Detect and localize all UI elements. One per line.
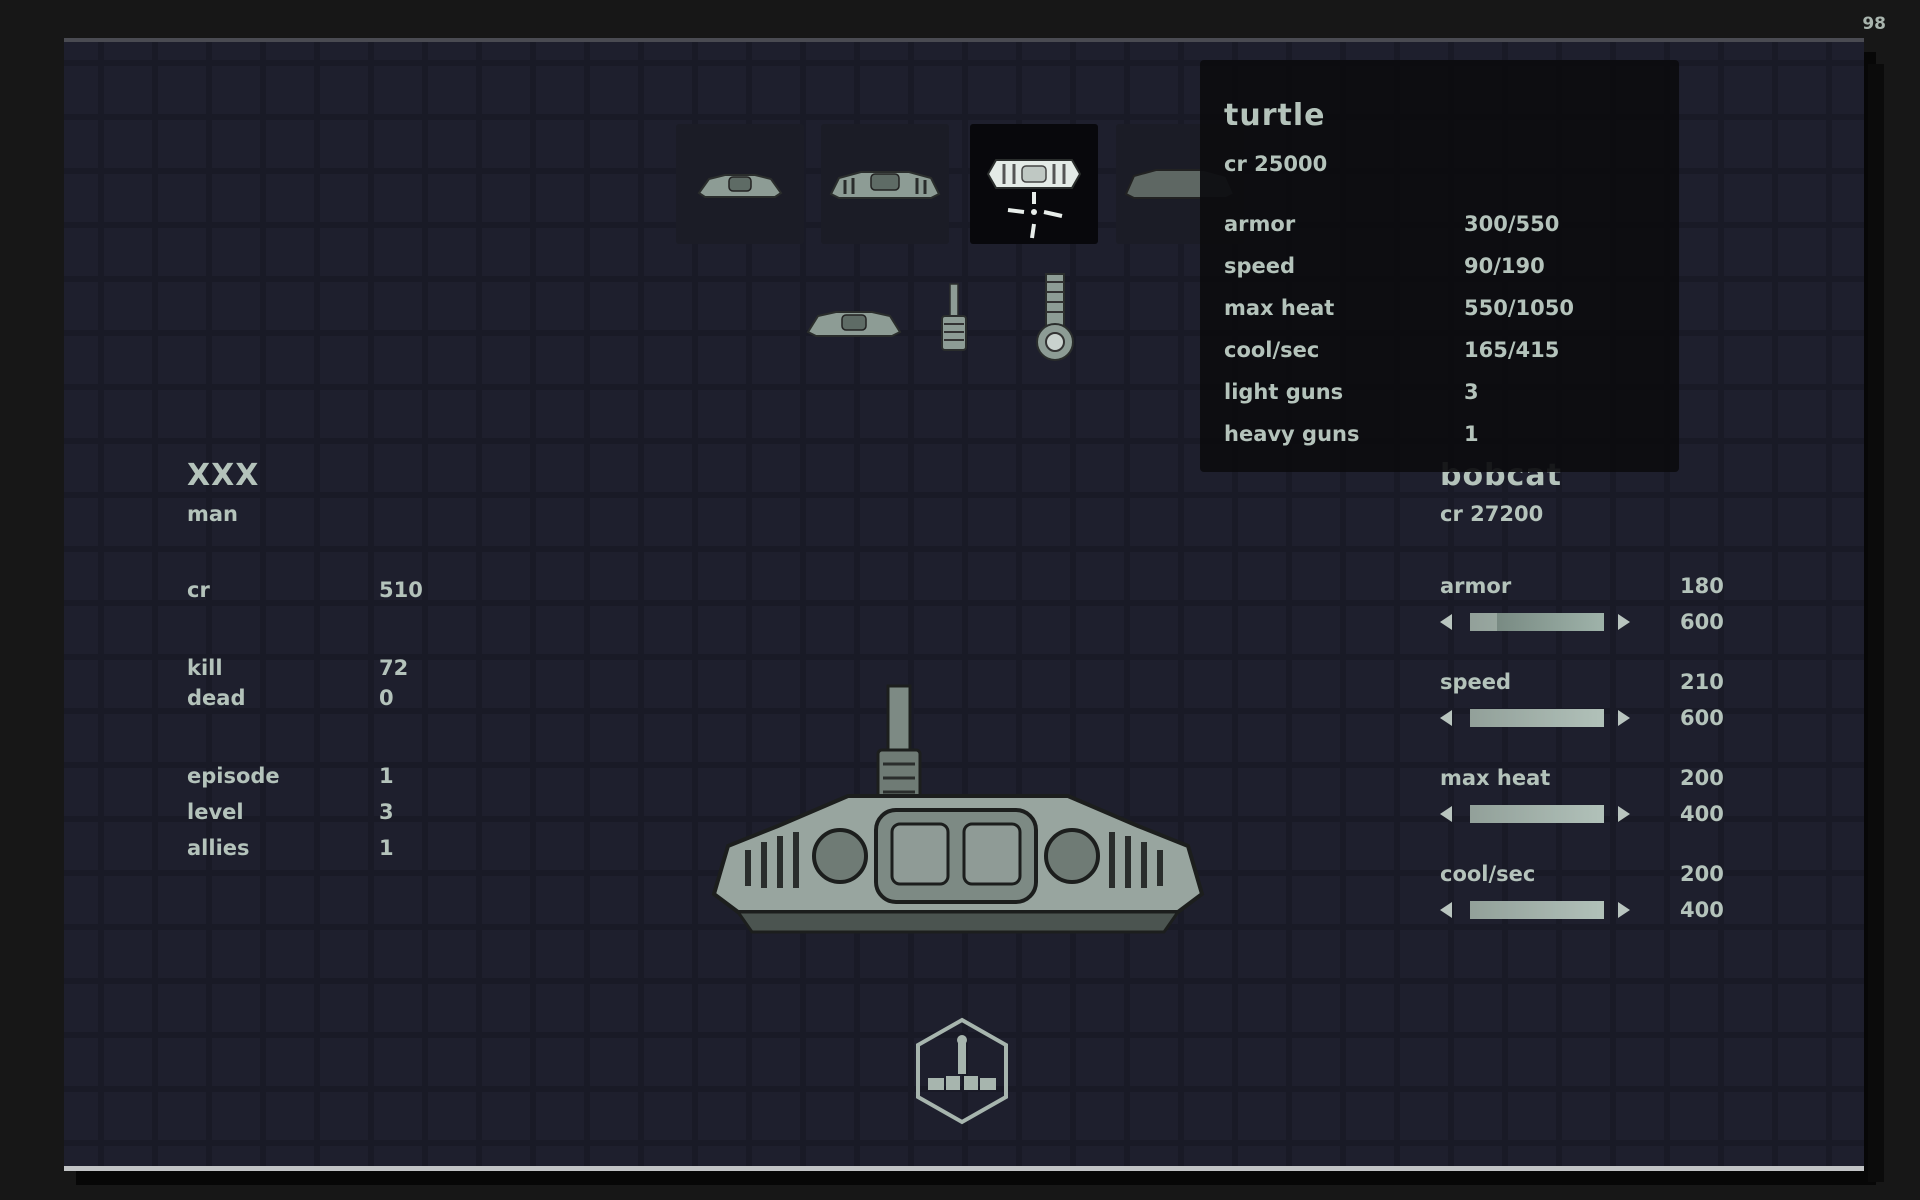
tooltip-title: turtle — [1224, 98, 1326, 133]
tooltip-price: cr 25000 — [1224, 152, 1328, 176]
stat-label: cr — [187, 578, 210, 602]
increase-speed-arrow-icon[interactable] — [1618, 710, 1630, 726]
tooltip-stat-label: armor — [1224, 212, 1296, 236]
player-panel: XXX man cr 510 kill 72 dead 0 episode 1 … — [187, 458, 487, 918]
stat-label: level — [187, 800, 244, 824]
tank-preview-icon — [711, 684, 1205, 934]
tank-upgrade-panel: bobcat cr 27200 armor 180 600 speed 210 … — [1440, 458, 1740, 978]
upgrade-value: 200 — [1680, 862, 1724, 886]
stat-label: dead — [187, 686, 246, 710]
heavy-gun-icon[interactable] — [1032, 272, 1078, 364]
upgrade-label: armor — [1440, 574, 1512, 598]
decrease-cool-arrow-icon[interactable] — [1440, 902, 1452, 918]
upgrade-value: 180 — [1680, 574, 1724, 598]
armor-level-bar — [1470, 613, 1604, 631]
upgrade-label: max heat — [1440, 766, 1551, 790]
stat-value: 1 — [379, 764, 394, 788]
fps-counter: 98 — [1862, 14, 1886, 34]
upgrade-value: 210 — [1680, 670, 1724, 694]
tooltip-stat-value: 165/415 — [1464, 338, 1560, 362]
tooltip-stat-value: 3 — [1464, 380, 1479, 404]
upgrade-cost: 600 — [1680, 706, 1724, 730]
tooltip-stat-label: max heat — [1224, 296, 1335, 320]
increase-armor-arrow-icon[interactable] — [1618, 614, 1630, 630]
tooltip-stat-value: 1 — [1464, 422, 1479, 446]
upgrade-cost: 400 — [1680, 898, 1724, 922]
hull-part-icon[interactable] — [804, 304, 904, 340]
increase-cool-arrow-icon[interactable] — [1618, 902, 1630, 918]
upgrade-cost: 600 — [1680, 610, 1724, 634]
stat-value: 510 — [379, 578, 423, 602]
hull-tooltip: turtle cr 25000 armor 300/550 speed 90/1… — [1200, 60, 1679, 472]
hull-medium-icon — [829, 171, 941, 199]
upgrade-label: speed — [1440, 670, 1512, 694]
stat-value: 1 — [379, 836, 394, 860]
stat-value: 3 — [379, 800, 394, 824]
upgrade-cost: 400 — [1680, 802, 1724, 826]
speed-level-fill — [1470, 709, 1604, 727]
hull-slot-2[interactable] — [821, 124, 949, 244]
max-heat-level-fill — [1470, 805, 1604, 823]
armor-level-fill — [1470, 613, 1497, 631]
decrease-speed-arrow-icon[interactable] — [1440, 710, 1452, 726]
increase-max-heat-arrow-icon[interactable] — [1618, 806, 1630, 822]
upgrade-value: 200 — [1680, 766, 1724, 790]
tooltip-stat-value: 550/1050 — [1464, 296, 1574, 320]
continue-hex-icon[interactable] — [912, 1016, 1012, 1126]
hull-light-icon — [697, 174, 783, 198]
stat-label: kill — [187, 656, 223, 680]
tank-price: cr 27200 — [1440, 502, 1544, 526]
hull-slot-3-selected[interactable] — [970, 124, 1098, 244]
hull-slot-1[interactable] — [676, 124, 804, 244]
light-gun-icon[interactable] — [934, 282, 974, 354]
upgrade-label: cool/sec — [1440, 862, 1536, 886]
speed-level-bar — [1470, 709, 1604, 727]
shop-frame: XXX man cr 510 kill 72 dead 0 episode 1 … — [64, 38, 1884, 1182]
hull-turtle-icon — [986, 159, 1082, 239]
frame-shadow-edge — [1868, 64, 1884, 1182]
stat-value: 72 — [379, 656, 409, 680]
decrease-max-heat-arrow-icon[interactable] — [1440, 806, 1452, 822]
player-subtitle: man — [187, 502, 239, 526]
tooltip-stat-value: 90/190 — [1464, 254, 1545, 278]
max-heat-level-bar — [1470, 805, 1604, 823]
player-name: XXX — [187, 458, 260, 493]
tooltip-stat-label: cool/sec — [1224, 338, 1320, 362]
tooltip-stat-label: heavy guns — [1224, 422, 1360, 446]
stat-value: 0 — [379, 686, 394, 710]
cool-level-bar — [1470, 901, 1604, 919]
stat-label: allies — [187, 836, 250, 860]
tooltip-stat-label: light guns — [1224, 380, 1344, 404]
tooltip-stat-label: speed — [1224, 254, 1296, 278]
decrease-armor-arrow-icon[interactable] — [1440, 614, 1452, 630]
tooltip-stat-value: 300/550 — [1464, 212, 1560, 236]
cool-level-fill — [1470, 901, 1604, 919]
stat-label: episode — [187, 764, 280, 788]
